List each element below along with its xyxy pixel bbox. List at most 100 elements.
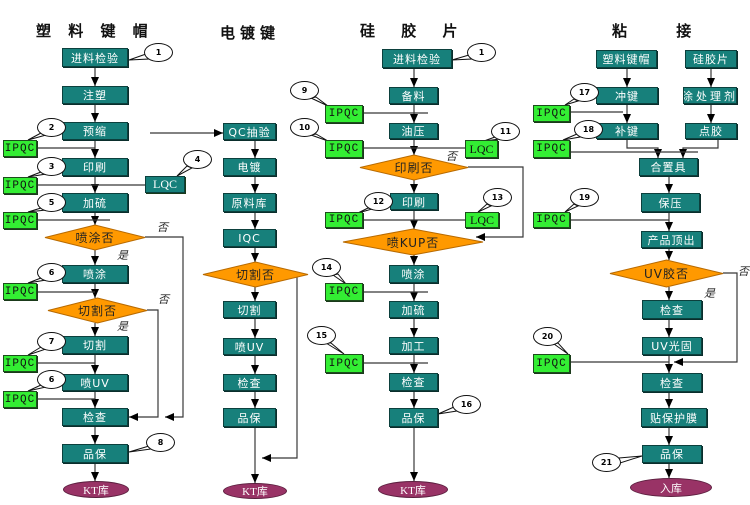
keycap-ipqc-checkpoint: IPQC <box>3 283 37 300</box>
decision-label: 切割否 <box>77 304 117 318</box>
callout-number: 6 <box>37 263 66 282</box>
keycap-step-injection: 注塑 <box>62 86 128 104</box>
silicone-step-qa: 品保 <box>389 408 438 427</box>
no-branch-line <box>674 272 738 366</box>
keycap-ipqc-checkpoint: IPQC <box>3 212 37 229</box>
silicone-step-inspect: 检查 <box>389 373 438 391</box>
keycap-step-vulcanize: 加硫 <box>62 193 128 212</box>
callout-number: 6 <box>37 370 66 389</box>
bonding-step-patch-key: 补键 <box>596 123 658 139</box>
silicone-ipqc-checkpoint: IPQC <box>325 354 363 373</box>
callout-number: 4 <box>183 150 212 169</box>
callout-number: 11 <box>491 122 520 141</box>
callout-number: 3 <box>37 157 66 176</box>
decision-label: 印刷否 <box>394 161 434 175</box>
bonding-input-silicone-sheet: 硅胶片 <box>685 50 737 68</box>
keycap-step-printing: 印刷 <box>62 158 128 176</box>
silicone-end-warehouse: KT库 <box>378 481 448 498</box>
bonding-end-warehouse: 入库 <box>630 478 712 497</box>
keycap-ipqc-checkpoint: IPQC <box>3 177 37 194</box>
yes-label: 是 <box>704 287 715 300</box>
silicone-step-printing: 印刷 <box>390 193 438 210</box>
callout-number: 16 <box>452 395 481 414</box>
callout-number: 12 <box>364 192 393 211</box>
bonding-step-dispense-glue: 点胶 <box>685 123 737 139</box>
plating-step-qa: 品保 <box>223 408 276 427</box>
decision-label: 喷涂否 <box>75 231 115 245</box>
no-branch-line <box>129 309 159 421</box>
bonding-input-plastic-keycap: 塑料键帽 <box>596 50 657 68</box>
keycap-ipqc-checkpoint: IPQC <box>3 140 37 157</box>
callout-tail <box>324 342 345 355</box>
callout-tail <box>618 455 643 464</box>
merge-arrow <box>679 139 719 158</box>
callout-number: 21 <box>592 453 621 472</box>
no-branch-line <box>468 166 524 241</box>
keycap-step-qa: 品保 <box>62 444 128 463</box>
bonding-column-title: 粘 接 <box>612 22 714 40</box>
plating-decision-cut: 切割否 <box>203 262 308 287</box>
bonding-step-uv-cure: UV光固 <box>642 337 702 355</box>
keycap-step-spray: 喷涂 <box>62 265 128 283</box>
callout-number: 13 <box>483 188 512 207</box>
callout-number: 7 <box>37 332 66 351</box>
decision-label: 切割否 <box>235 268 275 282</box>
silicone-column-title: 硅 胶 片 <box>360 22 468 40</box>
silicone-step-spray: 喷涂 <box>389 265 438 283</box>
keycap-ipqc-checkpoint: IPQC <box>3 391 37 408</box>
silicone-step-material-prep: 备料 <box>389 87 438 104</box>
keycap-step-cut: 切割 <box>62 336 128 354</box>
no-label: 否 <box>446 150 457 163</box>
plating-step-iqc: IQC <box>223 229 276 247</box>
callout-tail <box>552 342 569 355</box>
silicone-ipqc-checkpoint: IPQC <box>325 105 363 123</box>
callout-number: 10 <box>290 118 319 137</box>
bonding-ipqc-checkpoint: IPQC <box>533 140 570 158</box>
silicone-step-vulcanize: 加硫 <box>389 301 438 318</box>
keycap-step-spray-uv: 喷UV <box>62 374 128 391</box>
callout-number: 1 <box>144 43 173 62</box>
bonding-step-protective-film: 贴保护膜 <box>641 408 707 427</box>
silicone-lqc-checkpoint: LQC <box>465 140 498 158</box>
plating-step-qc-sampling: QC抽验 <box>223 123 276 140</box>
callout-number: 8 <box>146 433 175 452</box>
callout-number: 18 <box>574 120 603 139</box>
callout-number: 5 <box>37 193 66 212</box>
bonding-ipqc-checkpoint: IPQC <box>533 212 570 228</box>
silicone-step-machining: 加工 <box>389 337 438 354</box>
bonding-decision-uv-glue: UV胶否 <box>610 260 723 287</box>
keycap-column-title: 塑 料 键 帽 <box>36 22 154 40</box>
no-branch-line <box>262 274 298 462</box>
bonding-step-press: 保压 <box>641 193 700 212</box>
plating-end-warehouse: KT库 <box>223 483 287 499</box>
callout-number: 17 <box>570 83 599 102</box>
keycap-step-incoming-inspection: 进料检验 <box>62 48 128 67</box>
no-label: 否 <box>738 265 749 278</box>
yes-label: 是 <box>117 249 128 262</box>
callout-number: 15 <box>307 326 336 345</box>
keycap-step-preshrink: 预缩 <box>62 122 128 140</box>
bonding-step-inspect: 检查 <box>642 300 702 319</box>
keycap-end-warehouse: KT库 <box>63 481 129 498</box>
silicone-decision-spray-kup: 喷KUP否 <box>343 229 483 255</box>
silicone-step-incoming-inspection: 进料检验 <box>382 49 452 68</box>
plating-step-cut: 切割 <box>223 301 276 318</box>
bonding-step-fixture: 合置具 <box>639 158 698 176</box>
decision-label: UV胶否 <box>644 267 689 281</box>
silicone-lqc-checkpoint: LQC <box>465 212 499 228</box>
merge-arrow <box>626 139 662 158</box>
silicone-ipqc-checkpoint: IPQC <box>325 283 363 301</box>
plating-column-title: 电镀键 <box>220 24 281 42</box>
silicone-ipqc-checkpoint: IPQC <box>325 140 363 158</box>
bonding-step-punch-key: 冲键 <box>596 87 658 104</box>
plating-step-electroplate: 电镀 <box>223 158 276 176</box>
no-label: 否 <box>157 221 168 234</box>
callout-number: 14 <box>312 258 341 277</box>
plating-step-raw-stock: 原料库 <box>223 193 276 212</box>
callout-number: 2 <box>37 118 66 137</box>
callout-number: 19 <box>570 188 599 207</box>
yes-label: 是 <box>117 320 128 333</box>
callout-number: 1 <box>467 43 496 62</box>
